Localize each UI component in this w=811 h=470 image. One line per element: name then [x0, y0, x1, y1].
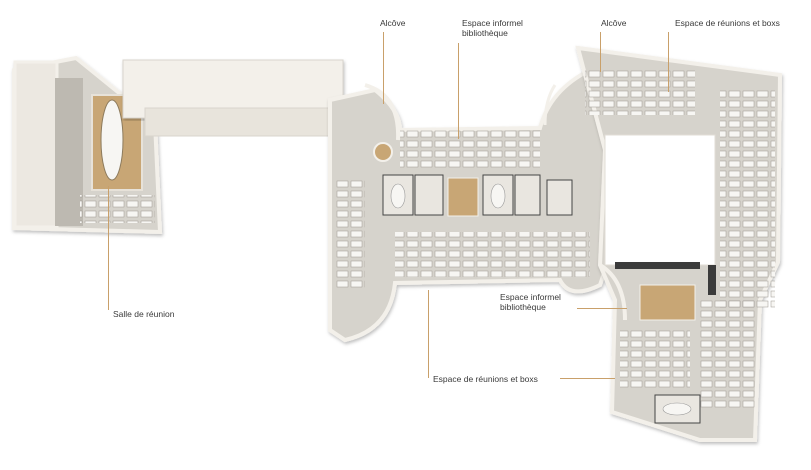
meeting-room-1-table: [390, 183, 406, 209]
label-alcove-right-text: Alcôve: [601, 18, 627, 28]
label-espace-reunions-top: Espace de réunions et boxs: [675, 18, 780, 28]
label-salle-reunion-text: Salle de réunion: [113, 309, 175, 319]
dark-wall-strip: [615, 262, 700, 269]
label-espace-informel-mid-line2: bibliothèque: [500, 302, 546, 312]
label-alcove-left: Alcôve: [380, 18, 406, 28]
leader-espace-reunions-bottom-h: [560, 378, 615, 379]
label-salle-reunion: Salle de réunion: [113, 309, 174, 319]
leader-espace-reunions-bottom: [428, 290, 429, 378]
leader-espace-informel-top: [458, 43, 459, 139]
label-espace-reunions-bottom: Espace de réunions et boxs: [433, 374, 538, 384]
meeting-room-4: [514, 174, 541, 216]
label-espace-informel-mid: Espace informel bibliothèque: [500, 292, 561, 312]
alcove-left-curve: [364, 83, 401, 141]
left-wing-desks: [80, 195, 155, 223]
box-room: [546, 179, 573, 216]
meeting-room-3-table: [490, 183, 506, 209]
label-alcove-right: Alcôve: [601, 18, 627, 28]
leader-alcove-right: [600, 32, 601, 72]
right-edge-desks: [720, 90, 775, 310]
label-alcove-left-text: Alcôve: [380, 18, 406, 28]
left-wing-outer-strip: [13, 60, 59, 229]
leader-alcove-left: [383, 32, 384, 104]
central-desks-bottom: [395, 232, 590, 277]
right-library-shelves: [639, 284, 696, 321]
library-shelves: [447, 177, 479, 217]
bottom-meeting-table: [662, 402, 692, 416]
alcove-left-seat: [373, 142, 393, 162]
label-espace-informel-top-line2: bibliothèque: [462, 28, 508, 38]
right-top-rooms: [585, 70, 695, 115]
leader-salle-reunion: [108, 186, 109, 310]
right-lower-desks: [700, 300, 755, 410]
label-espace-reunions-top-text: Espace de réunions et boxs: [675, 18, 780, 28]
label-espace-informel-top-line1: Espace informel: [462, 18, 523, 28]
left-corridor: [55, 78, 83, 226]
dark-wall-strip-right: [708, 265, 716, 295]
meeting-room-2: [414, 174, 444, 216]
right-top-curve: [543, 84, 557, 126]
top-block-b: [144, 107, 336, 137]
label-espace-reunions-bottom-text: Espace de réunions et boxs: [433, 374, 538, 384]
atrium-void: [604, 134, 716, 266]
bottom-left-desks: [620, 330, 690, 390]
central-desks-top: [400, 128, 540, 168]
boardroom-table: [100, 99, 124, 181]
left-column-desks: [335, 180, 365, 290]
leader-espace-informel-mid: [577, 308, 627, 309]
alcove-right-curve: [598, 263, 627, 321]
label-espace-informel-top: Espace informel bibliothèque: [462, 18, 523, 38]
label-espace-informel-mid-line1: Espace informel: [500, 292, 561, 302]
leader-espace-reunions-top: [668, 32, 669, 92]
